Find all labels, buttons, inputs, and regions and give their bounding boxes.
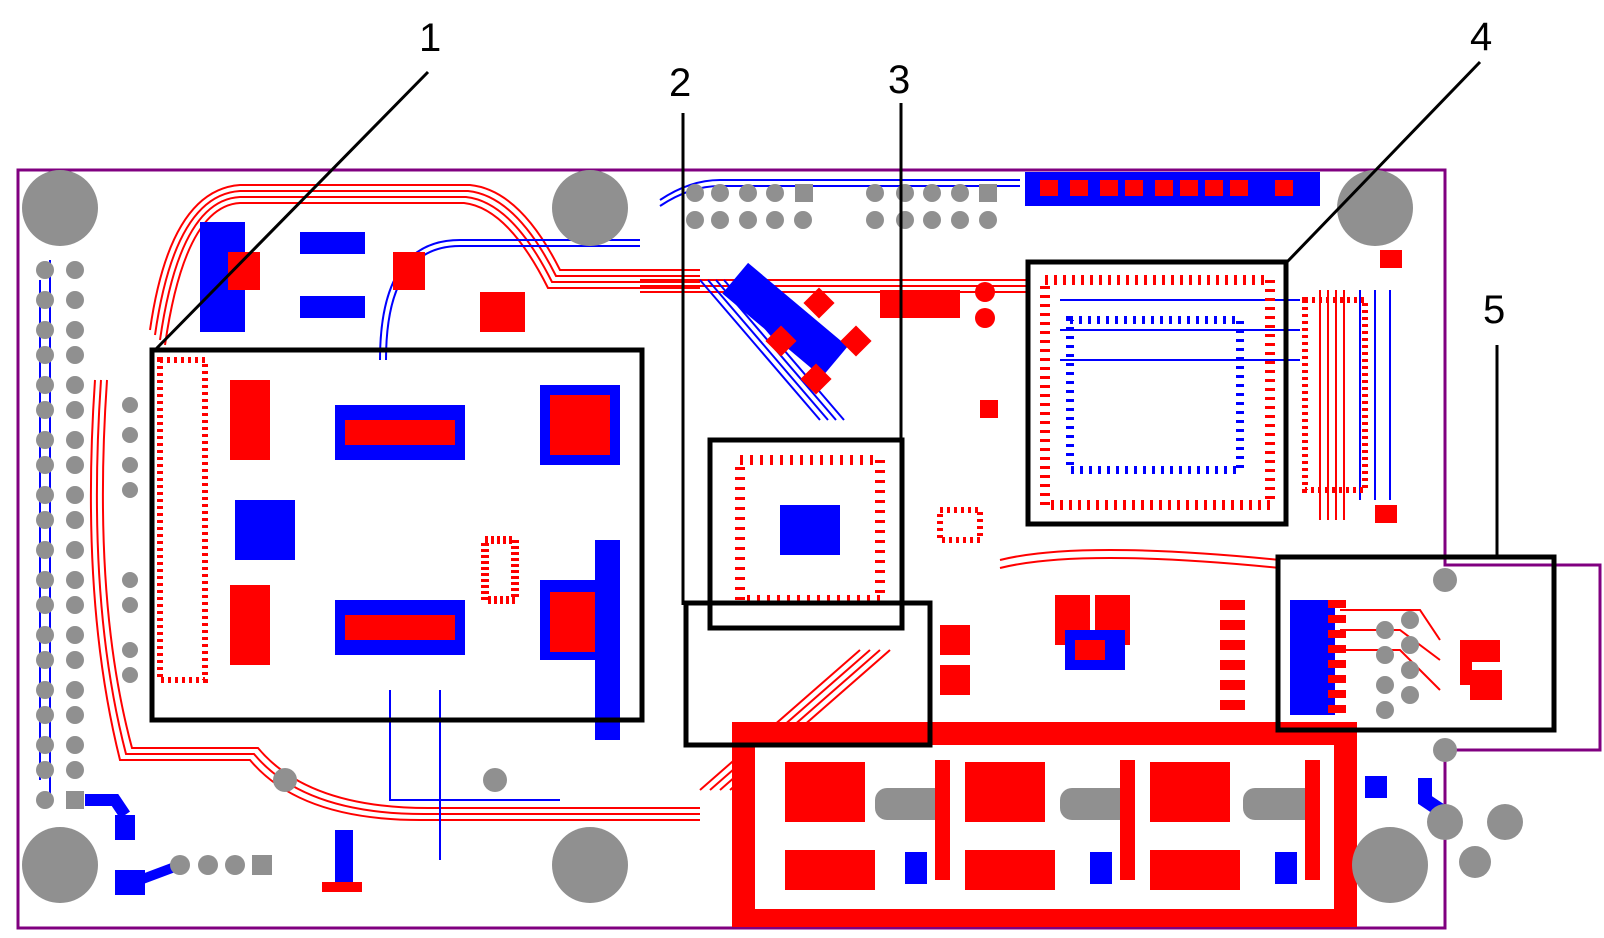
highlight-box-4 — [1025, 259, 1289, 527]
leader-line-1 — [153, 70, 430, 352]
mounting-holes — [22, 170, 1428, 903]
highlight-boxes — [149, 259, 1557, 748]
bottom-left-parts — [85, 776, 1444, 895]
leader-lines — [153, 60, 1499, 605]
top-left-components — [200, 222, 525, 332]
rotated-parts — [722, 262, 995, 395]
block-3-bga — [735, 455, 885, 605]
power-section — [732, 722, 1357, 927]
callout-label-1: 1 — [419, 16, 442, 60]
mid-lower-components — [937, 400, 1245, 710]
highlight-box-3 — [707, 437, 905, 631]
callout-label-4: 4 — [1470, 15, 1493, 59]
block-4-qfp — [1040, 250, 1402, 523]
callout-label-2: 2 — [669, 61, 692, 105]
top-connector-strip — [1025, 172, 1320, 206]
callout-label-5: 5 — [1483, 288, 1506, 332]
highlight-box-1 — [149, 347, 645, 723]
highlight-box-5 — [1275, 554, 1557, 733]
bottom-pins — [170, 768, 1523, 878]
callout-label-3: 3 — [888, 58, 911, 102]
block-5-connector — [1290, 568, 1502, 762]
block-1-components — [157, 357, 620, 740]
leader-line-4 — [1285, 60, 1482, 264]
highlight-box-2 — [683, 600, 933, 748]
left-header-pins — [36, 261, 138, 809]
